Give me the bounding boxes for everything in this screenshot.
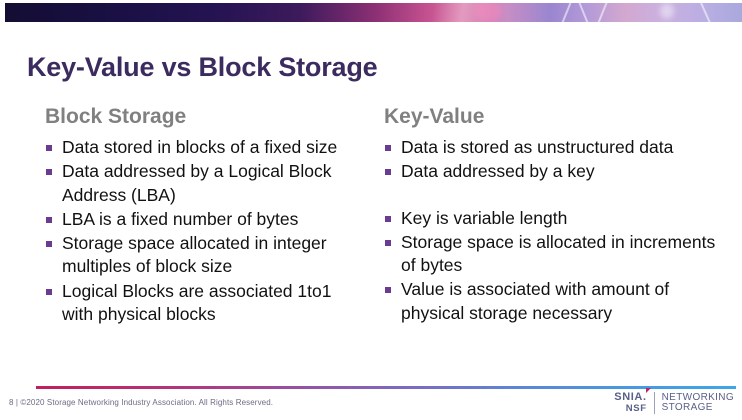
banner-streak-icon [556, 3, 576, 22]
list-item: LBA is a fixed number of bytes [45, 208, 362, 231]
footer-copyright: 8 | ©2020 Storage Networking Industry As… [9, 398, 274, 407]
banner-glow-left [475, 3, 501, 22]
snia-logo-storage-text: STORAGE [661, 402, 713, 413]
banner-streak-icon [592, 3, 612, 22]
list-item: Data addressed by a key [384, 160, 734, 183]
snia-logo-nsf-text: NSF [625, 402, 647, 414]
list-item-spacer [384, 185, 734, 207]
list-item: Storage space allocated in integer multi… [45, 232, 362, 279]
list-item: Data stored in blocks of a fixed size [45, 136, 362, 159]
snia-logo-tagline: NETWORKING STORAGE [655, 391, 734, 414]
banner-glow-right [660, 3, 674, 19]
list-item: Logical Blocks are associated 1to1 with … [45, 280, 362, 327]
column-key-value: Key-Value Data is stored as unstructured… [372, 105, 742, 327]
list-item: Key is variable length [384, 207, 734, 230]
snia-logo-wordmark: SNIA. NSF [614, 388, 653, 414]
banner-streak-icon [695, 3, 717, 22]
column-block-storage: Block Storage Data stored in blocks of a… [0, 105, 372, 327]
page-title: Key-Value vs Block Storage [27, 52, 378, 83]
list-item: Data addressed by a Logical Block Addres… [45, 160, 362, 207]
list-item: Value is associated with amount of physi… [384, 278, 734, 325]
logo-divider [653, 392, 655, 414]
banner-streak-icon [574, 3, 594, 22]
column-heading-block-storage: Block Storage [45, 105, 187, 128]
snia-logo: SNIA. NSF NETWORKING STORAGE [614, 388, 734, 415]
content-columns: Block Storage Data stored in blocks of a… [0, 105, 742, 327]
flag-icon [645, 388, 651, 394]
column-heading-key-value: Key-Value [384, 105, 485, 128]
snia-logo-snia-text: SNIA. [614, 391, 647, 404]
bullet-list-block-storage: Data stored in blocks of a fixed size Da… [45, 136, 362, 326]
list-item: Storage space is allocated in increments… [384, 231, 734, 278]
snia-logo-networking-text: NETWORKING [661, 391, 734, 403]
list-item: Data is stored as unstructured data [384, 136, 734, 159]
footer-divider [36, 386, 736, 389]
decorative-header-banner [5, 3, 742, 22]
bullet-list-key-value: Data is stored as unstructured data Data… [384, 136, 734, 325]
